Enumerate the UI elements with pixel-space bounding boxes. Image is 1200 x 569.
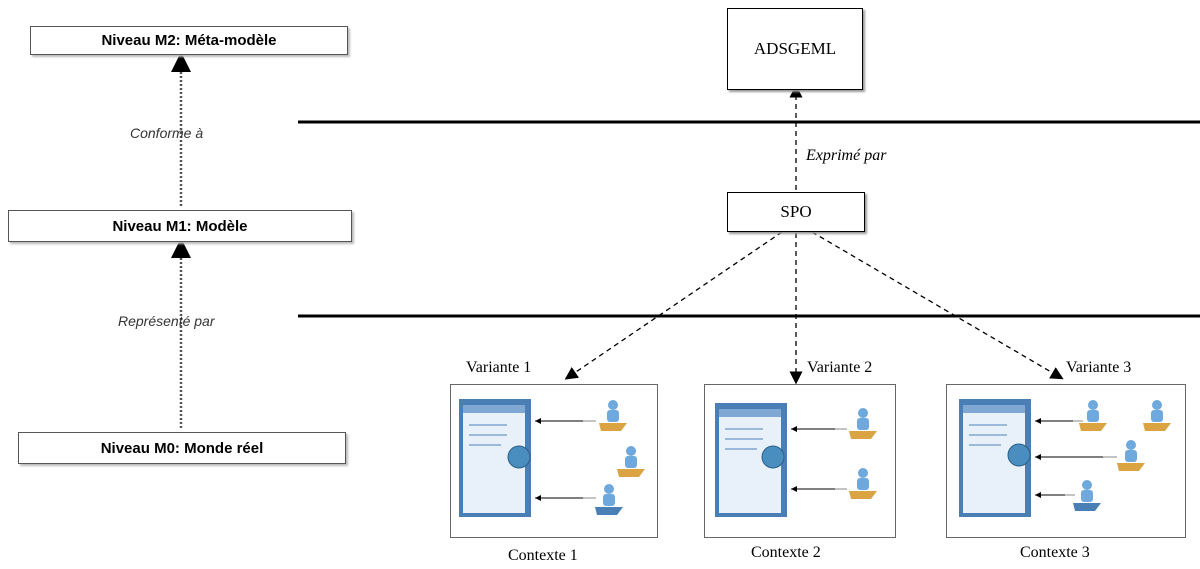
user-at-desk-icon [1073, 480, 1101, 511]
context-2-illustration [715, 403, 877, 517]
monitor-icon [715, 403, 787, 517]
level-m1-prefix: Niveau M1 [112, 217, 187, 235]
spo-box: SPO [727, 192, 865, 232]
context-3-illustration [959, 399, 1171, 517]
user-at-desk-icon [617, 446, 645, 477]
context-2-label: Contexte 2 [751, 544, 821, 561]
user-at-desk-icon [849, 408, 877, 439]
spo-label: SPO [780, 202, 812, 221]
context-1-label: Contexte 1 [508, 547, 578, 564]
monitor-icon [459, 399, 531, 517]
context-3-label: Contexte 3 [1020, 544, 1090, 561]
relation-represente-label: Représenté par [118, 313, 215, 329]
context-3-panel [946, 384, 1186, 538]
variant-2-label: Variante 2 [807, 359, 873, 376]
variant-3-label: Variante 3 [1066, 359, 1132, 376]
level-m0-box: Niveau M0 : Monde réel [18, 432, 346, 464]
level-m1-suffix: : Modèle [186, 217, 248, 235]
connector-spo-to-variant-3 [811, 231, 1064, 380]
level-m2-box: Niveau M2 : Méta-modèle [30, 26, 348, 55]
level-m1-box: Niveau M1 : Modèle [8, 210, 352, 242]
adsgeml-label: ADSGEML [753, 39, 837, 58]
context-1-illustration [459, 399, 645, 517]
level-m0-prefix: Niveau M0 [100, 439, 175, 457]
variant-1-label: Variante 1 [466, 359, 532, 376]
monitor-icon [959, 399, 1031, 517]
level-m2-suffix: : Méta-modèle [175, 32, 277, 49]
context-2-panel [704, 384, 896, 538]
user-at-desk-icon [1143, 400, 1171, 431]
connector-spo-to-variant-1 [564, 231, 783, 380]
level-m0-suffix: : Monde réel [174, 439, 264, 457]
adsgeml-box: ADSGEML [727, 8, 863, 90]
user-at-desk-icon [599, 400, 627, 431]
context-1-panel [450, 384, 658, 538]
user-at-desk-icon [1117, 440, 1145, 471]
level-m2-prefix: Niveau M2 [101, 32, 176, 49]
relation-conforme-label: Conforme à [130, 125, 204, 141]
user-at-desk-icon [1079, 400, 1107, 431]
user-at-desk-icon [849, 468, 877, 499]
relation-exprime-label: Exprimé par [806, 147, 887, 164]
user-at-desk-icon [595, 484, 623, 515]
